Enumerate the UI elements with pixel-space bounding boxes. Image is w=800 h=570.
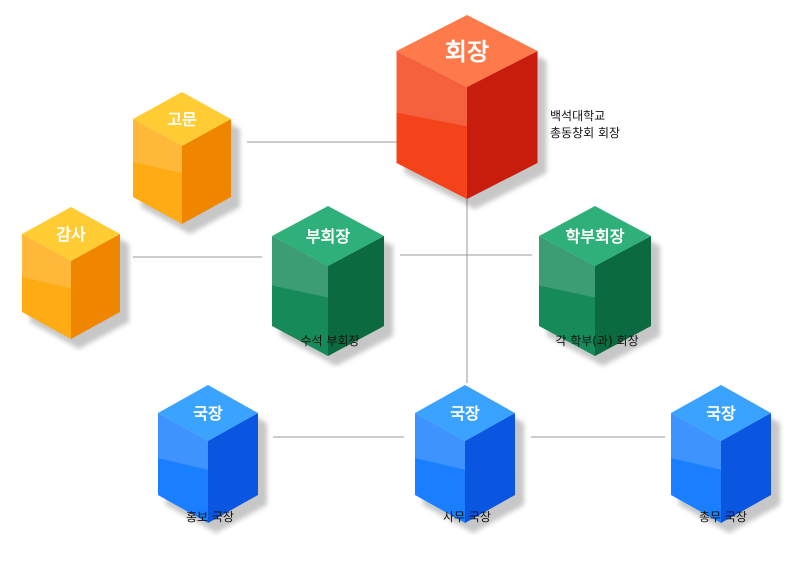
cube-front-face	[415, 413, 465, 523]
cube-label-director-general: 국장	[706, 404, 736, 423]
cube-side-face	[71, 234, 120, 339]
cube-label-dept-president: 학부회장	[566, 227, 625, 246]
director-pr-caption: 홍보 국장	[186, 510, 234, 524]
cube-front-face	[158, 413, 208, 523]
cube-label-advisor: 고문	[167, 110, 197, 129]
cube-director-general: 국장	[671, 385, 780, 533]
cube-side-face	[467, 51, 538, 199]
cube-side-face	[182, 119, 231, 224]
cube-label-president: 회장	[445, 38, 489, 66]
cube-top-face	[671, 385, 771, 441]
cube-director-admin: 국장	[415, 385, 524, 533]
cube-top-face	[22, 207, 120, 261]
cube-front-face	[539, 236, 595, 356]
cube-dept-president: 학부회장	[539, 206, 660, 366]
cube-top-face	[396, 15, 538, 87]
cube-gloss	[22, 234, 71, 289]
director-admin-caption: 사무 국장	[443, 510, 491, 524]
cube-top-face	[158, 385, 258, 441]
cube-vice-president: 부회장	[272, 206, 393, 366]
cube-gloss	[415, 413, 465, 470]
cube-top-face	[272, 206, 384, 266]
cube-director-pr: 국장	[158, 385, 267, 533]
cube-front-face	[671, 413, 721, 523]
president-caption-line1: 백석대학교	[550, 109, 605, 123]
cube-gloss	[272, 236, 328, 298]
cube-label-auditor: 감사	[56, 225, 86, 244]
director-general-caption: 총무 국장	[699, 510, 747, 524]
cube-gloss	[133, 119, 182, 174]
cube-top-face	[539, 206, 651, 266]
president-caption-line2: 총동창회 회장	[550, 126, 620, 140]
cube-top-face	[133, 92, 231, 146]
dept-president-caption: 각 학부(과) 회장	[555, 334, 638, 348]
cube-front-face	[133, 119, 182, 224]
cube-gloss	[396, 51, 467, 127]
cube-side-face	[328, 236, 384, 356]
cube-gloss	[158, 413, 208, 470]
cube-front-face	[396, 51, 467, 199]
cube-auditor: 감사	[22, 207, 129, 349]
cube-gloss	[671, 413, 721, 470]
cube-label-director-admin: 국장	[450, 404, 480, 423]
cube-label-director-pr: 국장	[193, 404, 223, 423]
cube-gloss	[539, 236, 595, 298]
vice-president-caption: 수석 부회장	[300, 334, 359, 348]
cube-advisor: 고문	[133, 92, 240, 234]
cube-side-face	[595, 236, 651, 356]
cube-side-face	[465, 413, 515, 523]
cube-front-face	[272, 236, 328, 356]
cube-side-face	[208, 413, 258, 523]
cube-front-face	[22, 234, 71, 339]
cube-president: 회장	[396, 15, 547, 209]
connector-lines	[133, 141, 665, 438]
cube-side-face	[721, 413, 771, 523]
cube-top-face	[415, 385, 515, 441]
cube-label-vice-president: 부회장	[306, 227, 350, 246]
